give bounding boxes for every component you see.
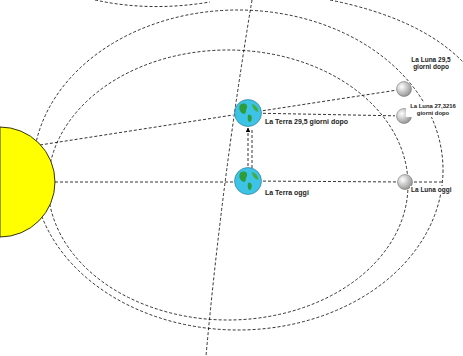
moon-disc: La Luna 29,5 giorni dopo xyxy=(396,81,412,97)
globe-shape xyxy=(234,167,262,195)
sun-ray xyxy=(414,182,442,183)
moon-label: La Luna oggi xyxy=(410,186,452,193)
sun-ray xyxy=(55,182,233,183)
moon-label: La Luna 29,5 giorni dopo xyxy=(408,56,454,71)
orbit-ellipse xyxy=(48,50,408,320)
orbit-connector xyxy=(263,181,396,183)
meridian-curve xyxy=(95,0,210,7)
earth-globe: La Terra 29,5 giorni dopo xyxy=(234,99,262,127)
globe-shape xyxy=(234,99,262,127)
moon-label: La Luna 27,3216 giorni dopo xyxy=(406,103,460,117)
orbit-connector xyxy=(263,113,395,116)
sun-ray xyxy=(252,130,253,168)
orbit-connector xyxy=(263,90,395,110)
orbit-ellipse xyxy=(33,10,443,330)
meridian-curve xyxy=(330,0,463,62)
moon-shape xyxy=(396,81,412,97)
earth-label: La Terra 29,5 giorni dopo xyxy=(264,118,349,126)
sun-ray xyxy=(40,115,233,145)
earth-globe: La Terra oggi xyxy=(234,167,262,195)
meridian-curve xyxy=(206,0,252,356)
moon-disc: La Luna oggi xyxy=(397,174,413,190)
orbit-connector xyxy=(248,128,249,166)
sun xyxy=(0,127,55,237)
earth-label: La Terra oggi xyxy=(264,189,310,197)
moon-disc: La Luna 27,3216 giorni dopo xyxy=(396,108,412,124)
